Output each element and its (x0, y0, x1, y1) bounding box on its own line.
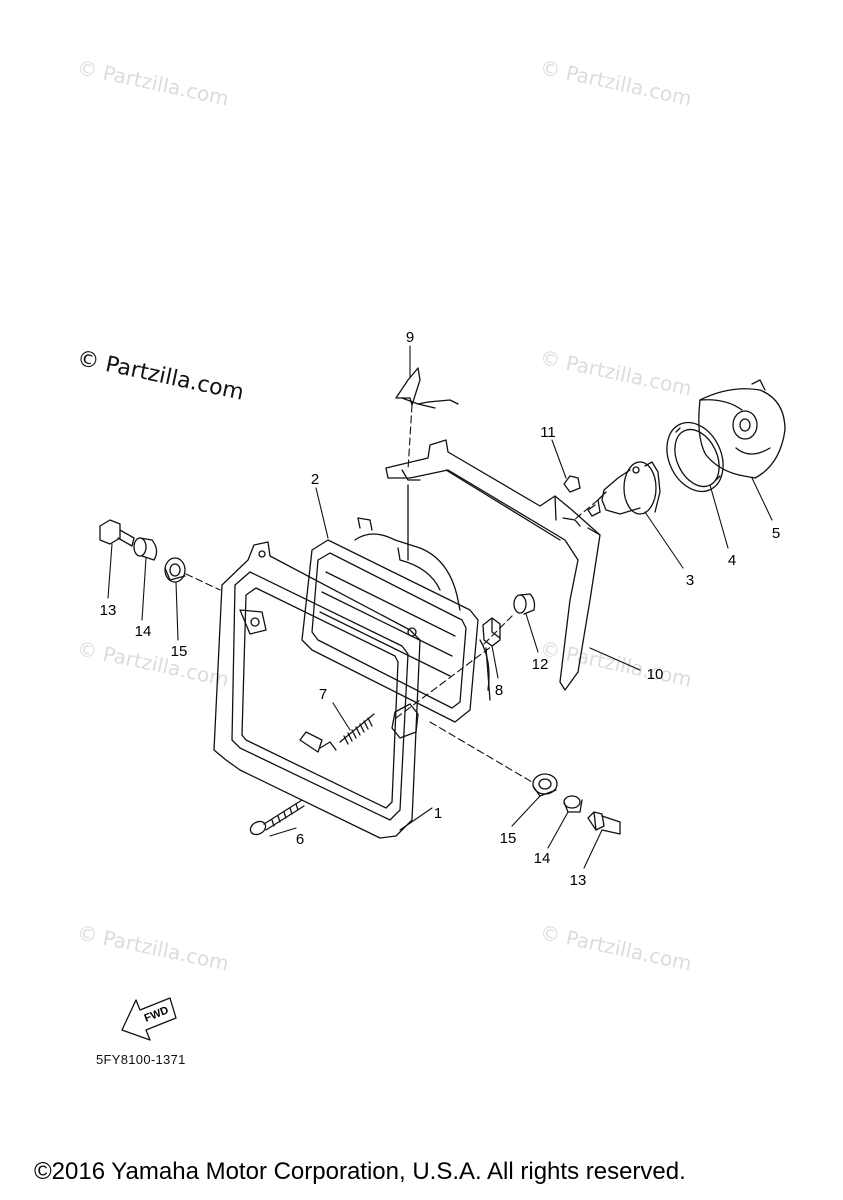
callout-11: 11 (540, 424, 556, 441)
callout-3: 3 (686, 572, 694, 589)
callout-7: 7 (319, 686, 327, 703)
callout-4: 4 (728, 552, 736, 569)
part-15-grommet-right (532, 773, 558, 797)
callout-9: 9 (406, 329, 414, 346)
callout-2: 2 (311, 471, 319, 488)
part-9-clip (395, 367, 459, 409)
callout-10: 10 (647, 666, 664, 683)
alignment-lines (185, 404, 599, 783)
part-5-cover (698, 379, 786, 479)
part-15-grommet-left (164, 557, 186, 583)
part-13-bolt-right (587, 811, 621, 835)
part-14-collar-right (563, 795, 583, 813)
part-10-housing (385, 439, 601, 691)
callout-5: 5 (772, 525, 780, 542)
part-6-screw (249, 799, 305, 836)
part-1-rim (213, 541, 421, 839)
callout-8: 8 (495, 682, 503, 699)
part-7-spring (339, 713, 375, 745)
part-3-bulb (587, 461, 661, 517)
callout-13-left: 13 (100, 602, 117, 619)
part-12-collar (513, 593, 536, 615)
part-2-headlight-unit (301, 517, 491, 723)
leader-lines (107, 345, 773, 869)
callout-14-left: 14 (135, 623, 152, 640)
part-13-bolt-left (99, 519, 135, 547)
callout-1: 1 (434, 805, 442, 822)
callout-14-right: 14 (534, 850, 551, 867)
callout-15-right: 15 (500, 830, 517, 847)
part-8-nut (482, 617, 501, 647)
callout-12: 12 (532, 656, 549, 673)
copyright-notice: ©2016 Yamaha Motor Corporation, U.S.A. A… (34, 1158, 686, 1185)
callout-13-right: 13 (570, 872, 587, 889)
callout-6: 6 (296, 831, 304, 848)
part-11-clip (563, 475, 581, 493)
fwd-arrow-icon (121, 997, 177, 1041)
part-14-collar-left (133, 537, 158, 561)
part-4-ring (666, 421, 724, 493)
callout-15-left: 15 (171, 643, 188, 660)
diagram-code: 5FY8100-1371 (96, 1052, 186, 1067)
